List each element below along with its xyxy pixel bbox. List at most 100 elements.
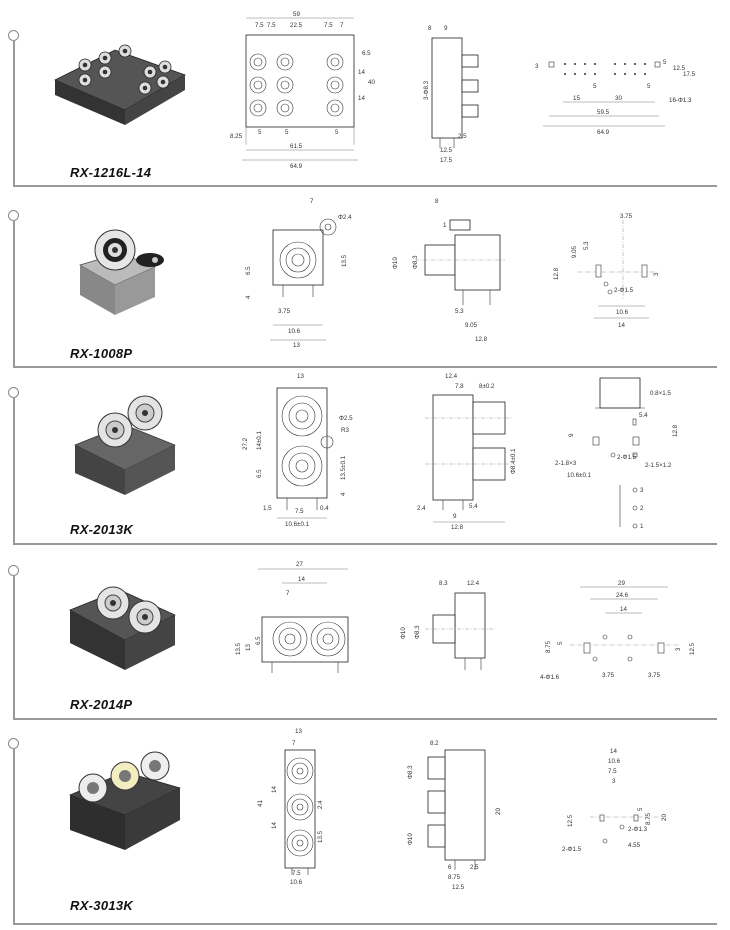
dim-label: 6.5	[255, 636, 262, 645]
dim-label: 7.5	[608, 768, 617, 775]
dim-label: 17.5	[683, 71, 696, 78]
model-label: RX-2013K	[70, 522, 134, 537]
dim-label: 12.8	[451, 524, 464, 531]
dim-label: 8.3	[439, 580, 448, 587]
dim-label: 5	[285, 129, 289, 136]
dim-label: 64.9	[290, 163, 303, 170]
dim-label: 20	[495, 808, 502, 815]
dim-label: 1	[443, 222, 447, 229]
dim-label: 10.6	[288, 328, 301, 335]
dim-label: Φ8.4±0.1	[510, 448, 517, 474]
dim-label: 13	[245, 644, 252, 651]
dim-label: 2-1.8×3	[555, 460, 577, 467]
dim-label: 13	[297, 373, 304, 380]
front-view-drawing: 7 Φ2.4 6.5 13.5 4 3.75 10.6 13	[245, 198, 352, 349]
product-photo	[79, 229, 164, 315]
dim-label: 3	[675, 647, 682, 651]
dim-label: 5.4	[469, 503, 478, 510]
dim-label: 9	[568, 433, 575, 437]
row-bracket-line	[13, 575, 15, 719]
dim-label: 14	[358, 95, 365, 102]
dim-label: 8.75	[545, 640, 552, 653]
dim-label: 5	[647, 83, 651, 90]
row-bracket-line	[13, 220, 15, 367]
dim-label: 8	[428, 25, 432, 32]
dim-label: 7	[292, 740, 296, 747]
dim-label: 3.75	[602, 672, 615, 679]
dim-label: 14	[620, 606, 627, 613]
dim-label: 7	[310, 198, 314, 205]
dim-label: 4-Φ1.6	[540, 674, 560, 681]
dim-label: 12.8	[553, 267, 560, 280]
dim-label: 2-Φ1.3	[628, 826, 648, 833]
dim-label: 10.6	[616, 309, 629, 316]
dim-label: 0.4	[320, 505, 329, 512]
pcb-layout-drawing: 3.75 5.3 9.05 12.8 3 2-Φ1.5 10.6 14	[553, 213, 660, 329]
dim-label: 12.8	[672, 424, 679, 437]
product-photo	[54, 44, 186, 125]
dim-label: 10.6±0.1	[567, 472, 592, 479]
dim-label: 12.5	[673, 65, 686, 72]
side-view-drawing: 8.2 Φ8.3 Φ10 6 2.5 8.75 12.5 20	[407, 740, 502, 891]
model-label: RX-2014P	[70, 697, 133, 712]
dim-label: 0.8×1.5	[650, 390, 671, 397]
row-divider	[13, 366, 717, 368]
dim-label: 4	[340, 492, 347, 496]
row-divider	[13, 185, 717, 187]
dim-label: 2.5	[458, 133, 467, 140]
dim-label: 27.2	[242, 437, 249, 450]
dim-label: 14	[358, 69, 365, 76]
dim-label: 3-Φ8.3	[423, 80, 430, 100]
dim-label: 12.5	[567, 814, 574, 827]
dim-label: 6.5	[245, 266, 252, 275]
dim-label: 59	[293, 11, 300, 18]
row-divider	[13, 923, 717, 925]
dim-label: 22.5	[290, 22, 303, 29]
dim-label: 8.75	[448, 874, 461, 881]
dim-label: 64.9	[597, 129, 610, 136]
model-label: RX-3013K	[70, 898, 134, 913]
dim-label: 17.5	[440, 157, 453, 164]
dim-label: 5.3	[455, 308, 464, 315]
dim-label: 2-Φ1.5	[614, 287, 634, 294]
dim-label: 5	[258, 129, 262, 136]
dim-label: Φ8.3	[414, 625, 421, 639]
dim-label: 2-Φ1.5	[562, 846, 582, 853]
dim-label: 4	[245, 295, 252, 299]
dim-label: 5	[663, 59, 667, 66]
dim-label: 9	[444, 25, 448, 32]
dim-label: 2-1.5×1.2	[645, 462, 672, 469]
dim-label: 14	[298, 576, 305, 583]
dim-label: 12.5	[689, 642, 696, 655]
dim-label: 6.5	[256, 469, 263, 478]
dim-label: 7.5	[292, 870, 301, 877]
dim-label: 4.55	[628, 842, 641, 849]
dim-label: 12.8	[475, 336, 488, 343]
product-row-5: RX-3013K 13 7 41 14 14 2.4 13.5 7.5 10.6…	[0, 720, 730, 930]
product-photo	[74, 395, 176, 495]
dim-label: 7.5	[255, 22, 264, 29]
dim-label: 7.5	[295, 508, 304, 515]
dim-label: 3	[640, 487, 644, 494]
dim-label: 13.5±0.1	[340, 455, 347, 480]
front-view-drawing: 13 Φ2.5 R3 27.2 14±0.1 13.5±0.1 6.5 4 1.…	[242, 373, 353, 528]
side-view-drawing: 8.3 12.4 Φ10 Φ8.3	[400, 580, 495, 670]
product-photo	[69, 586, 176, 670]
dim-label: 14±0.1	[256, 431, 263, 450]
product-row-4: RX-2014P 27 14 7 13.5 13 6.5 8.3 12.4 Φ1…	[0, 550, 730, 720]
dim-label: 61.5	[290, 143, 303, 150]
dim-label: 27	[296, 561, 303, 568]
dim-label: 30	[615, 95, 622, 102]
dim-label: R3	[341, 427, 349, 434]
side-view-drawing: 8 1 Φ8.3 Φ10 5.3 9.05 12.8	[392, 198, 505, 343]
dim-label: 2-Φ1.5	[617, 454, 637, 461]
dim-label: Φ10	[400, 627, 407, 639]
front-view-drawing: 13 7 41 14 14 2.4 13.5 7.5 10.6	[257, 728, 324, 886]
dim-label: 13	[295, 728, 302, 735]
pcb-layout-drawing: 3 5 12.5 17.5 5 5 15 30 16-Φ1.3 59.5 64.…	[535, 59, 696, 136]
dim-label: Φ2.4	[338, 214, 352, 221]
dim-label: 7	[340, 22, 344, 29]
dim-label: 14	[271, 786, 278, 793]
dim-label: 13.5	[317, 830, 324, 843]
dim-label: 5.4	[639, 412, 648, 419]
